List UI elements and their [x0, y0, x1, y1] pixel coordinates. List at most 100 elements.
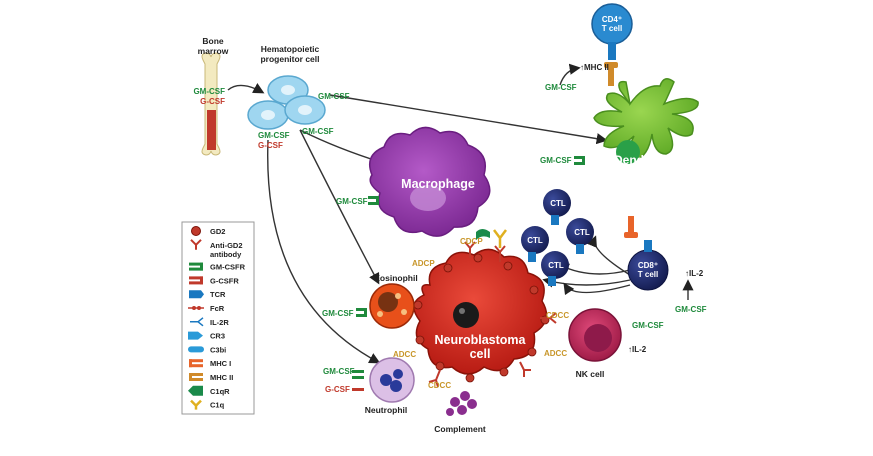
adcp-label: ADCP: [412, 259, 435, 268]
legend-item: GD2: [191, 226, 225, 236]
arrow-marrow-to-progenitor: [227, 83, 265, 94]
anti-gd2-antibodies: [428, 241, 557, 388]
cd8-label: CD8⁺T cell: [638, 261, 658, 279]
macrophage-gmcsf: GM-CSF: [336, 197, 368, 206]
cr3-icon: [188, 331, 203, 340]
cd4-label: CD4⁺T cell: [602, 15, 622, 33]
arrow-cd8-to-ctl-3: [542, 276, 631, 288]
eosinophil-label: Eosinophil: [374, 273, 417, 283]
arrow-gmcsf-to-mhc2: [559, 63, 581, 86]
arrow-progenitor-to-dendritic: [329, 94, 608, 145]
legend-item: GM-CSFR: [189, 262, 246, 272]
legend-item: C1q: [190, 399, 225, 410]
eosinophil-cell: [369, 283, 415, 329]
macrophage-label: Macrophage: [401, 177, 475, 191]
mhc1-icon: [189, 359, 203, 368]
arrow-cd8-to-ctl-4: [563, 282, 631, 296]
legend-item: TCR: [189, 290, 226, 299]
ctl-cell: [566, 218, 594, 254]
legend-label: TCR: [210, 290, 226, 299]
eosinophil-gmcsf: GM-CSF: [322, 309, 354, 318]
arrow-cd8-to-ctl-1: [557, 263, 631, 275]
neutrophil-receptors: [352, 370, 364, 391]
macrophage-gmcsfr: [368, 196, 379, 205]
cd4-tcell: [591, 3, 633, 60]
legend-label: CR3: [210, 332, 225, 341]
progenitor-gmcsf-3: GM-CSF: [302, 127, 334, 136]
ctl-cell: [541, 251, 569, 286]
legend-label: MHC I: [210, 359, 231, 368]
ctl-cell: [543, 189, 571, 225]
legend-item: MHC I: [189, 359, 231, 368]
dendritic-mhc2: [604, 62, 618, 86]
legend-item: C1qR: [188, 385, 230, 396]
cdcc-label-complement: CDCC: [428, 381, 451, 390]
legend-item: IL-2R: [190, 317, 229, 327]
tcr-icon: [189, 290, 204, 299]
cd8-tcell: [627, 240, 669, 291]
ctl-cell: [521, 226, 549, 262]
mhc2-icon: [189, 373, 203, 381]
dendritic-gmcsf: GM-CSF: [540, 156, 572, 165]
complement-label: Complement: [434, 424, 486, 434]
marrow-gcsf-label: G-CSF: [200, 97, 225, 106]
arrow-progenitor-to-neutrophil: [267, 139, 381, 364]
progenitor-gcsf: G-CSF: [258, 141, 283, 150]
complement-proteins: [446, 391, 477, 416]
legend-label: FcR: [210, 304, 225, 313]
legend: [181, 221, 255, 415]
marrow-gmcsf-label: GM-CSF: [193, 87, 225, 96]
eosinophil-gmcsfr: [356, 308, 367, 317]
progenitor-gmcsf-2: GM-CSF: [258, 131, 290, 140]
nk-label: NK cell: [576, 369, 605, 379]
gmcsfr-icon: [189, 262, 203, 271]
legend-item: G-CSFR: [189, 276, 239, 285]
il2r-icon: [190, 317, 204, 327]
nk-cell: [568, 308, 622, 362]
arrows: [227, 63, 694, 364]
ctl-label-2: CTL: [574, 228, 590, 237]
neutrophil-gmcsf: GM-CSF: [323, 367, 355, 376]
legend-item: C3bi: [188, 345, 226, 354]
bone-marrow: [201, 52, 221, 156]
cdcp-label: CDCP: [460, 237, 483, 246]
gcsfr-icon: [189, 276, 203, 285]
antibody-icon: [190, 239, 202, 250]
gd2-icon: [191, 226, 201, 236]
legend-item: MHC II: [189, 373, 233, 382]
legend-label: C3bi: [210, 345, 226, 354]
ctl-label-4: CTL: [548, 261, 564, 270]
gd2-antigens: [413, 253, 550, 383]
macrophage-cell: [369, 126, 491, 237]
legend-label: C1q: [210, 401, 225, 410]
arrow-cd8-to-ctl-2: [586, 235, 631, 276]
dendritic-mhc1: [624, 216, 638, 238]
ctl-label-3: CTL: [527, 236, 543, 245]
neutrophil-cell: [369, 357, 415, 403]
progenitor-cells: [247, 75, 326, 130]
c1q-icon: [190, 399, 202, 410]
legend-label: IL-2R: [210, 318, 229, 327]
cd4-gmcsf: GM-CSF: [545, 83, 577, 92]
legend-label: MHC II: [210, 373, 233, 382]
legend-item: CR3: [188, 331, 225, 341]
fcr-icon: [188, 306, 204, 310]
mhc2-up-label: ↑MHC II: [580, 63, 609, 72]
nk-il2-label: ↑IL-2: [628, 345, 647, 354]
cdcc-label-nk: CDCC: [546, 311, 569, 320]
legend-label: C1qR: [210, 387, 230, 396]
dendritic-gmcsfr: [574, 156, 585, 165]
c3bi-icon: [188, 346, 204, 353]
dendritic-cell: [593, 78, 699, 164]
c1qr-icon: [188, 385, 203, 396]
neutrophil-gcsf: G-CSF: [325, 385, 350, 394]
legend-item: FcR: [188, 304, 225, 313]
arrow-progenitor-to-eosinophil: [299, 129, 380, 285]
legend-label: GD2: [210, 227, 225, 236]
